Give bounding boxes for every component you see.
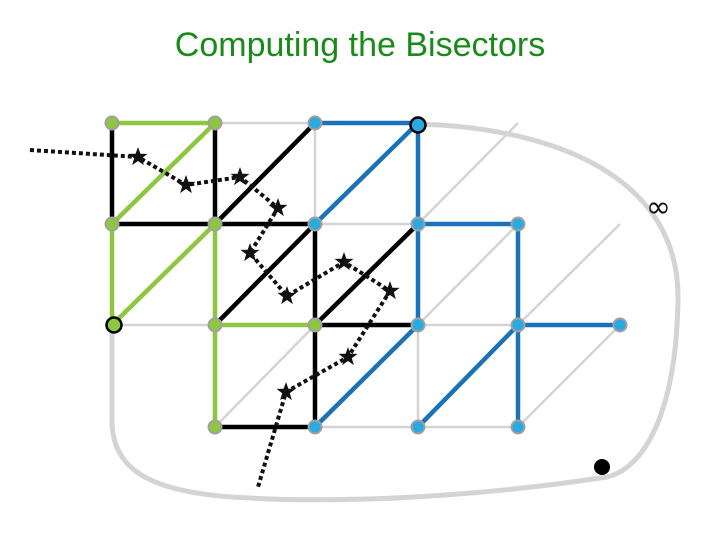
- star-icon: [334, 252, 354, 271]
- star-icon: [380, 281, 400, 300]
- node-blue: [307, 419, 323, 435]
- star-icon: [230, 167, 250, 186]
- node-green: [307, 317, 323, 333]
- node-blue: [307, 216, 323, 232]
- node-green: [207, 115, 223, 131]
- star-icon: [338, 347, 358, 366]
- node-green: [207, 216, 223, 232]
- infinity-icon: ∞: [646, 190, 671, 225]
- star-icon: [240, 243, 260, 262]
- node-blue: [410, 419, 426, 435]
- bisector-stars: [128, 147, 400, 401]
- node-blue: [410, 216, 426, 232]
- node-green: [104, 115, 120, 131]
- node-blue: [510, 419, 526, 435]
- slide-title: Computing the Bisectors: [174, 26, 546, 64]
- star-icon: [277, 286, 297, 305]
- star-icon: [268, 198, 288, 217]
- bisector-path: [29, 148, 393, 488]
- star-icon: [128, 147, 148, 166]
- node-green: [104, 216, 120, 232]
- node-blue: [510, 317, 526, 333]
- source-node-green: [105, 316, 123, 334]
- dot-icon: [594, 459, 610, 475]
- outer-loop: [109, 121, 681, 503]
- graph-nodes: [104, 115, 628, 435]
- node-blue: [612, 317, 628, 333]
- star-icon: [276, 382, 296, 401]
- node-blue: [510, 216, 526, 232]
- node-blue: [307, 115, 323, 131]
- node-blue: [410, 317, 426, 333]
- node-green: [207, 317, 223, 333]
- node-green: [207, 419, 223, 435]
- source-node-blue: [409, 116, 427, 134]
- star-icon: [176, 175, 196, 194]
